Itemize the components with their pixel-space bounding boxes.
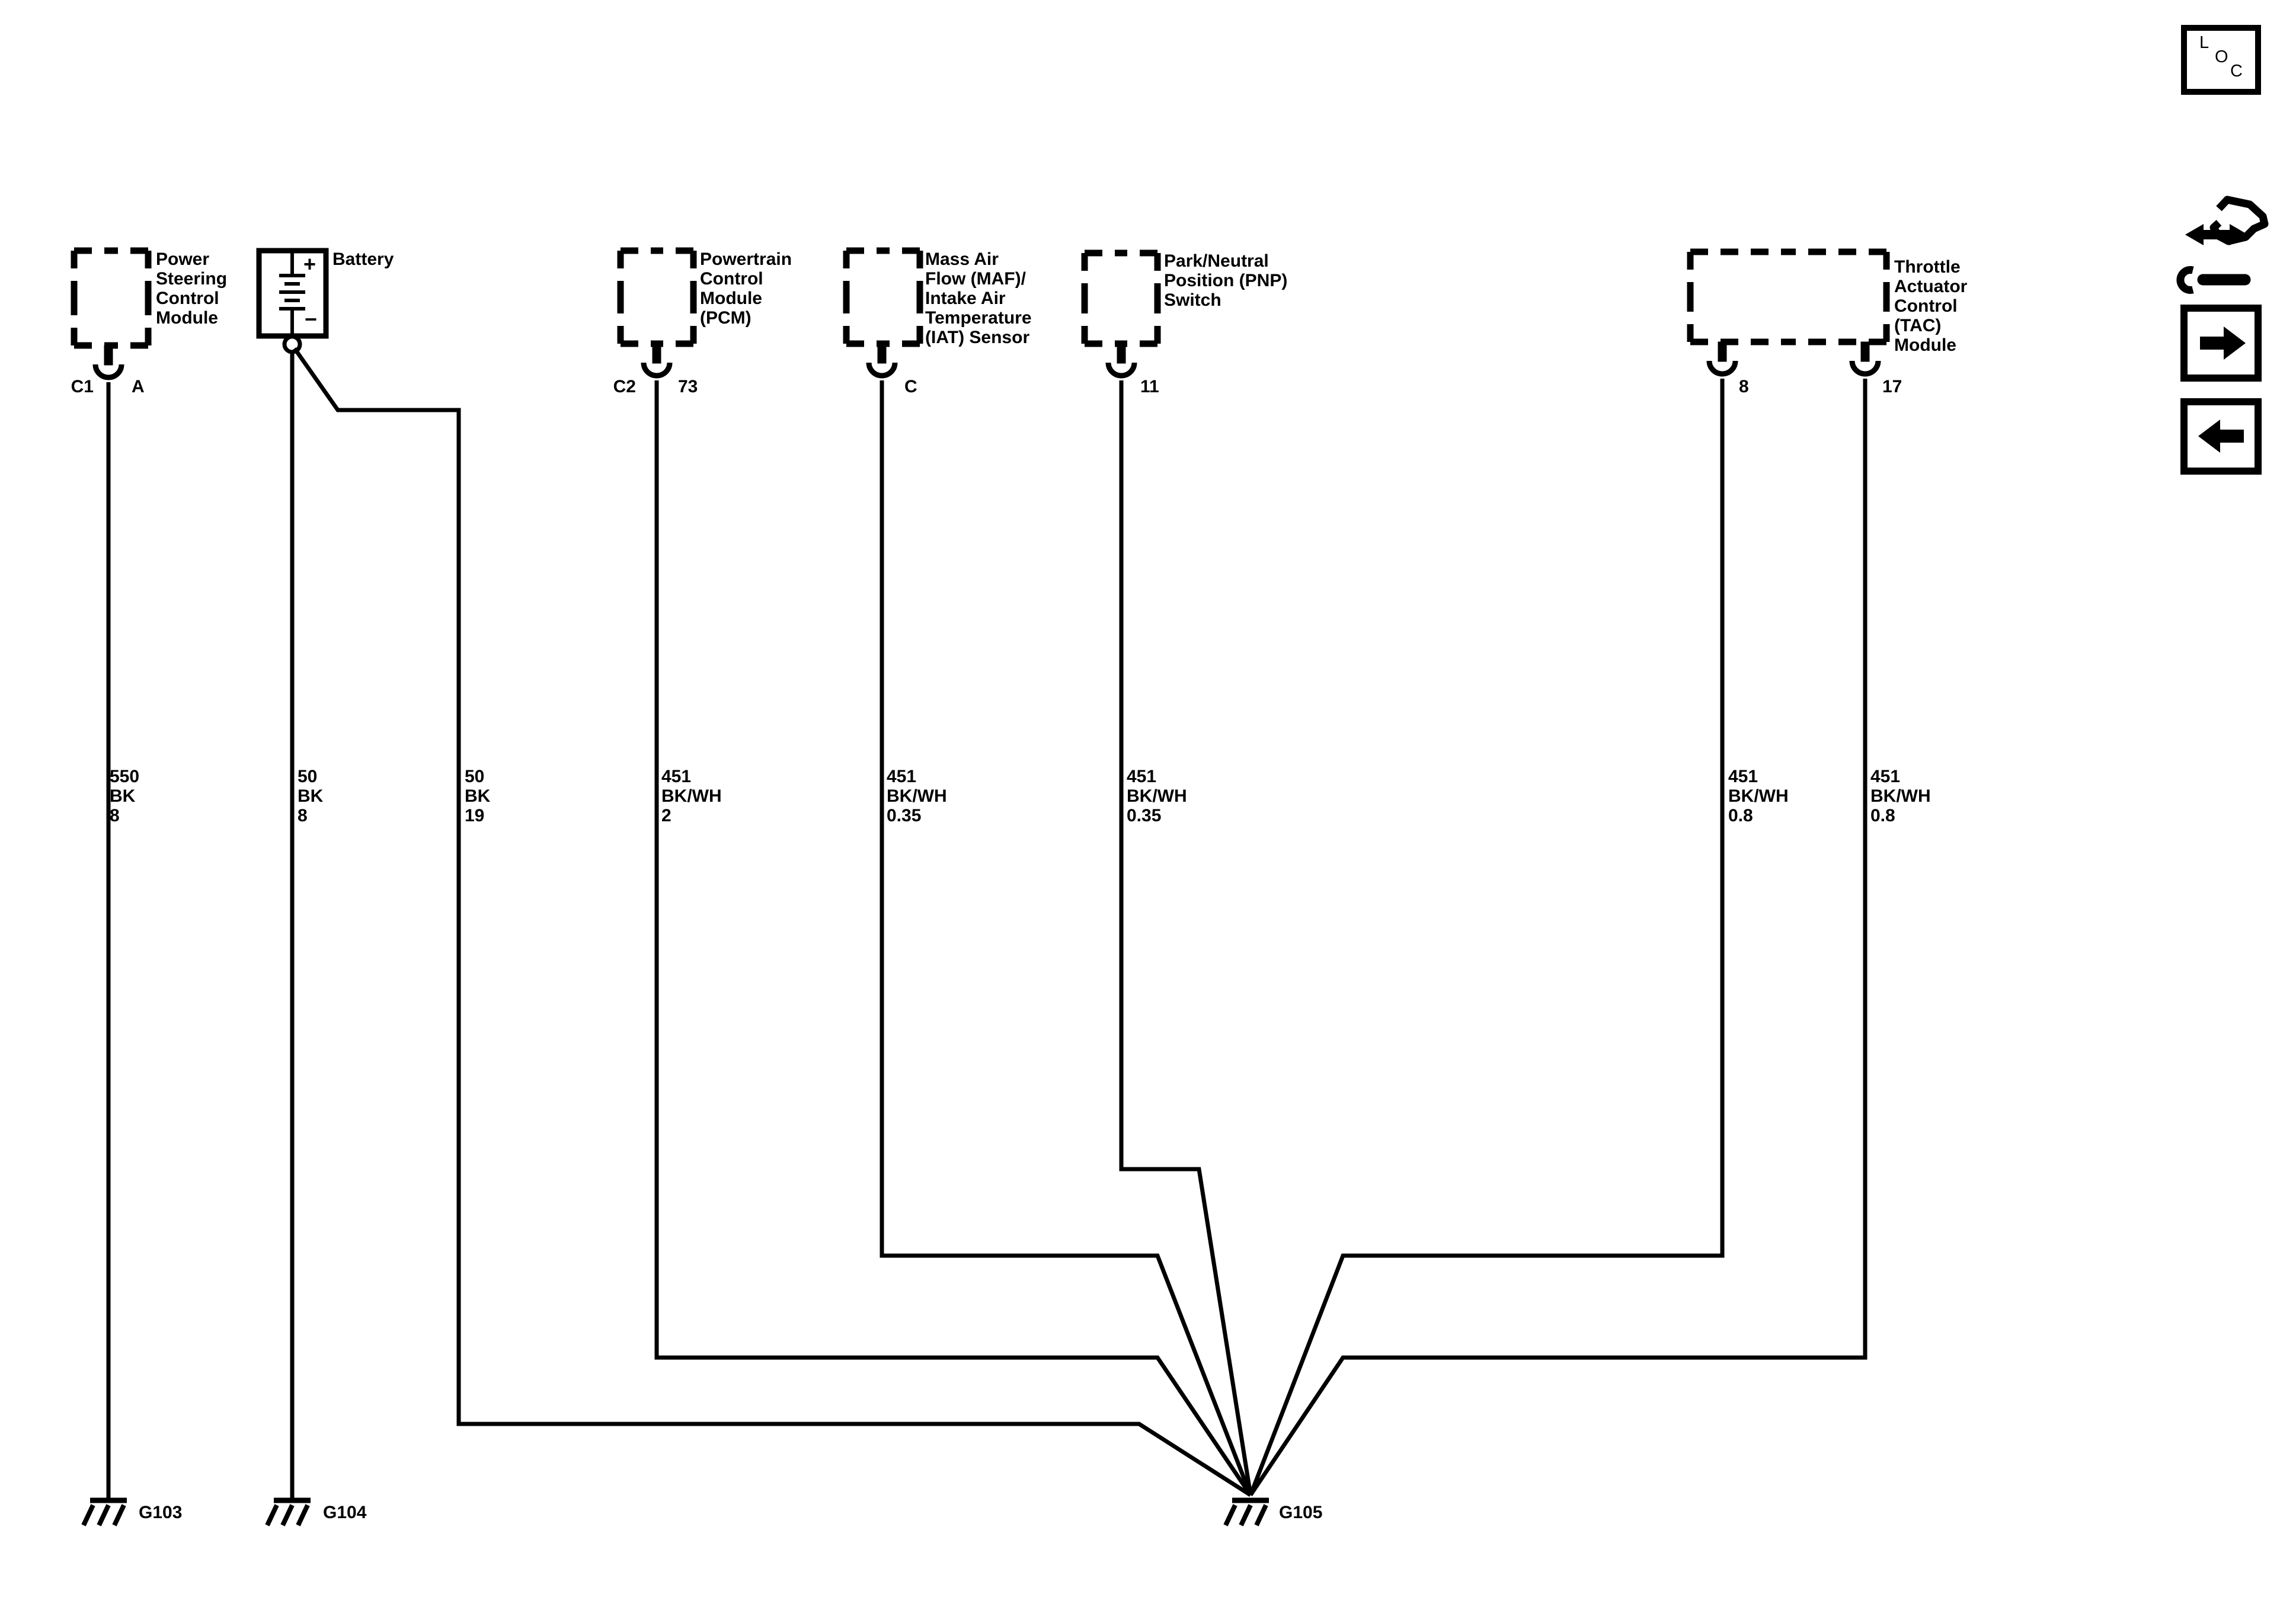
pcm-connector-label: C2 bbox=[613, 377, 636, 396]
wire-label-50-bk-19: 50 BK 19 bbox=[465, 767, 491, 825]
g103-label: G103 bbox=[139, 1503, 183, 1522]
pscm-box bbox=[71, 247, 152, 349]
maf-connector bbox=[866, 343, 898, 379]
back-arrow-button[interactable] bbox=[2180, 398, 2262, 475]
battery-plus-sign: + bbox=[303, 252, 316, 276]
wire-label-451-bkwh-035-pnp: 451 BK/WH 0.35 bbox=[1127, 767, 1187, 825]
wire-label-550-bk-8: 550 BK 8 bbox=[110, 767, 140, 825]
battery-symbol bbox=[256, 248, 329, 354]
g104-ground-icon bbox=[265, 1497, 311, 1526]
loc-letter-l: L bbox=[2199, 33, 2209, 52]
pnp-box bbox=[1081, 249, 1161, 347]
maf-box bbox=[843, 247, 923, 347]
tac-label: Throttle Actuator Control (TAC) Module bbox=[1894, 257, 1968, 355]
pnp-pin-label: 11 bbox=[1140, 377, 1159, 396]
tac-pin17-connector bbox=[1849, 341, 1881, 377]
pscm-label: Power Steering Control Module bbox=[156, 249, 228, 328]
vehicle-diagnostic-icon[interactable] bbox=[2176, 196, 2269, 294]
wire-label-451-bkwh-08-pin8: 451 BK/WH 0.8 bbox=[1728, 767, 1789, 825]
pscm-connector-label: C1 bbox=[71, 377, 94, 396]
battery-label: Battery bbox=[332, 249, 394, 269]
maf-pin-label: C bbox=[904, 377, 917, 396]
pcm-label: Powertrain Control Module (PCM) bbox=[700, 249, 792, 328]
pscm-connector bbox=[92, 345, 124, 380]
g104-label: G104 bbox=[323, 1503, 367, 1522]
maf-label: Mass Air Flow (MAF)/ Intake Air Temperat… bbox=[925, 249, 1032, 347]
wire-label-50-bk-8: 50 BK 8 bbox=[298, 767, 324, 825]
wire-pcm-to-g105 bbox=[654, 380, 1252, 1496]
loc-letter-o: O bbox=[2215, 47, 2228, 66]
pnp-label: Park/Neutral Position (PNP) Switch bbox=[1164, 251, 1288, 310]
pcm-connector bbox=[641, 343, 673, 379]
battery-cells bbox=[279, 274, 305, 311]
g105-ground-icon bbox=[1223, 1497, 1269, 1526]
pcm-pin-label: 73 bbox=[678, 377, 698, 396]
loc-letter-c: C bbox=[2230, 62, 2243, 81]
pcm-box bbox=[617, 247, 697, 347]
wire-label-451-bkwh-2: 451 BK/WH 2 bbox=[661, 767, 722, 825]
tac-pin8-connector bbox=[1706, 341, 1738, 377]
loc-button-box[interactable] bbox=[2181, 25, 2261, 95]
g103-ground-icon bbox=[81, 1497, 127, 1526]
wire-pnp-to-g105 bbox=[1119, 380, 1253, 1496]
battery-minus-sign: − bbox=[305, 307, 318, 331]
g105-label: G105 bbox=[1279, 1503, 1323, 1522]
tac-pin17-label: 17 bbox=[1882, 377, 1902, 396]
wire-label-451-bkwh-035-maf: 451 BK/WH 0.35 bbox=[887, 767, 947, 825]
wire-maf-to-g105 bbox=[880, 380, 1253, 1496]
wires bbox=[106, 347, 1868, 1500]
forward-arrow-button[interactable] bbox=[2180, 305, 2262, 382]
connectors bbox=[92, 341, 1881, 380]
pnp-connector bbox=[1105, 343, 1137, 379]
tac-box bbox=[1687, 248, 1890, 345]
tac-pin8-label: 8 bbox=[1739, 377, 1749, 396]
wire-label-451-bkwh-08-pin17: 451 BK/WH 0.8 bbox=[1870, 767, 1931, 825]
wire-battery-branch-to-g105 bbox=[293, 347, 1252, 1497]
ground-symbols bbox=[81, 1497, 1269, 1526]
wire-tac8-to-g105 bbox=[1248, 379, 1725, 1496]
pscm-pin-label: A bbox=[132, 377, 145, 396]
wire-tac17-to-g105 bbox=[1249, 379, 1868, 1496]
nav-icons bbox=[2176, 25, 2269, 475]
